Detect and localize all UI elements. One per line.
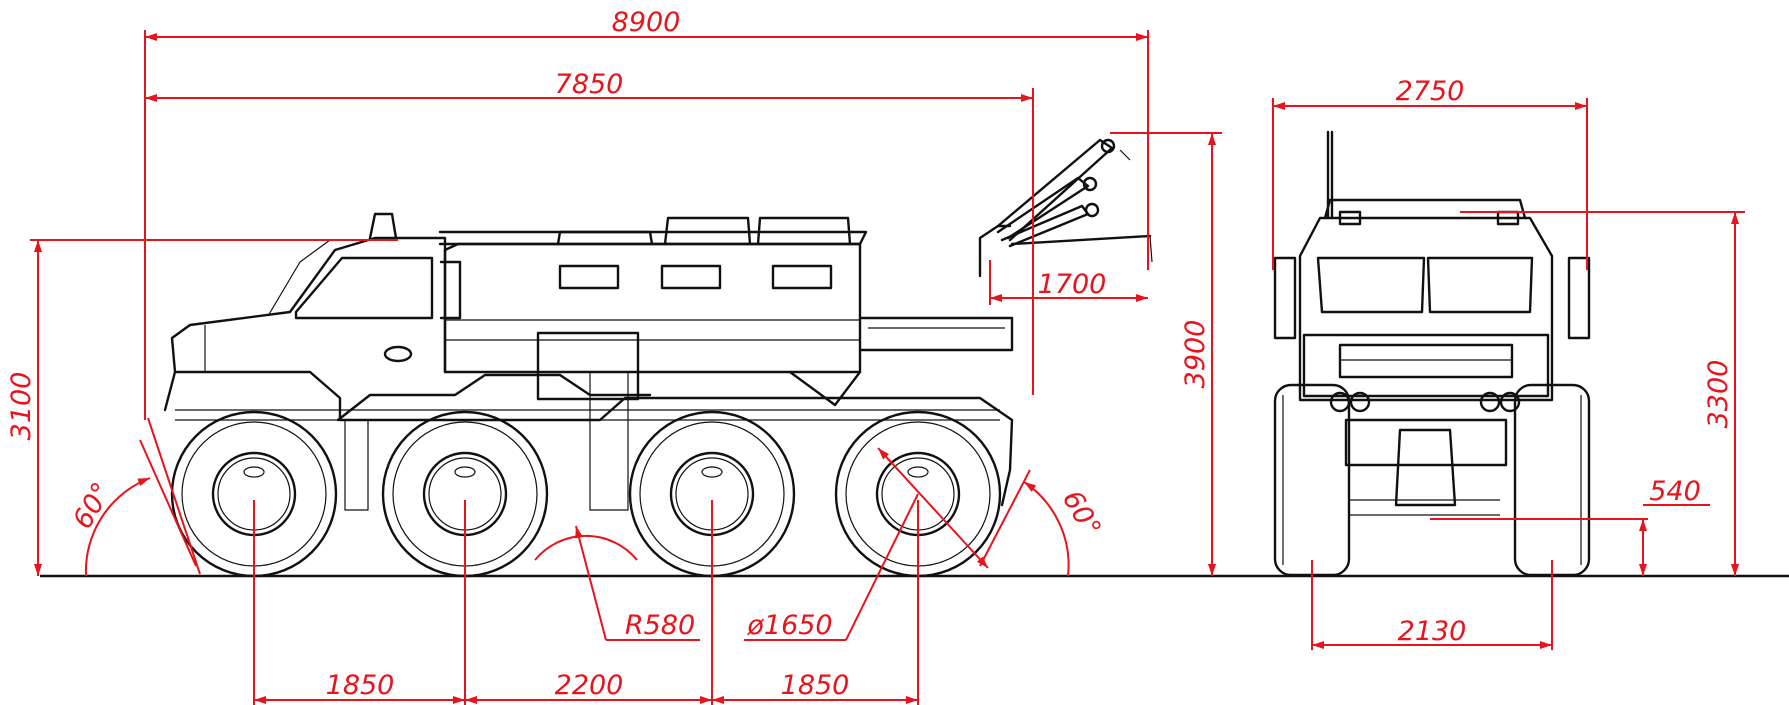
body-height-label: 3100 — [6, 372, 37, 441]
overall-width-label: 2750 — [1396, 76, 1465, 107]
overall-height-label: 3300 — [1703, 360, 1734, 429]
wheel-diameter-label: ø1650 — [746, 610, 832, 641]
axle-spacing-2-label: 2200 — [555, 670, 624, 701]
height-with-crane-label: 3900 — [1180, 320, 1211, 389]
front-view-vehicle — [1273, 130, 1591, 577]
overall-length-label: 8900 — [612, 7, 681, 38]
axle-spacing-1-label: 1850 — [326, 670, 395, 701]
dimension-lines — [30, 30, 1745, 705]
side-view-vehicle — [163, 138, 1153, 578]
axle-spacing-3-label: 1850 — [781, 670, 850, 701]
crane-reach-label: 1700 — [1038, 269, 1107, 300]
ramp-radius-label: R580 — [625, 610, 695, 641]
ground-clearance-label: 540 — [1649, 476, 1701, 507]
body-length-label: 7850 — [555, 69, 624, 100]
approach-angle-label: 60° — [67, 477, 118, 534]
track-width-label: 2130 — [1398, 616, 1467, 647]
